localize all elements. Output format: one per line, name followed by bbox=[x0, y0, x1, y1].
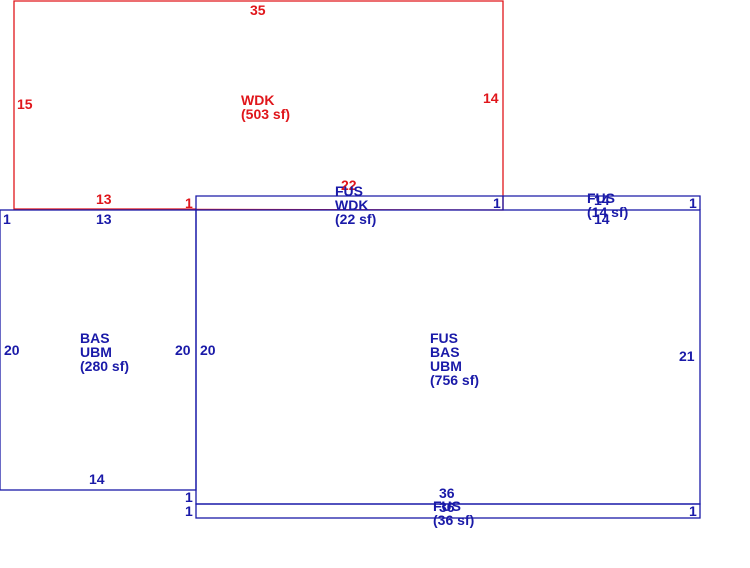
right-strip: FUS (14 sf) 14 14 1 bbox=[587, 190, 697, 227]
right-strip-label: FUS bbox=[587, 190, 615, 206]
right-strip-bottom-dimension: 14 bbox=[594, 211, 610, 227]
top-strip-area-text: (22 sf) bbox=[335, 211, 376, 227]
top-strip-label-1: FUS bbox=[335, 183, 363, 199]
bottom-strip-bottom-dimension: 36 bbox=[439, 499, 455, 515]
wood-deck-bottom-dimension: 13 bbox=[96, 191, 112, 207]
bottom-strip-top-dimension: 36 bbox=[439, 485, 455, 501]
bottom-strip: FUS (36 sf) 36 36 1 1 1 bbox=[185, 485, 701, 528]
main-room: FUS BAS UBM (756 sf) 20 21 bbox=[195, 209, 701, 505]
left-room-label-2: UBM bbox=[80, 344, 112, 360]
left-room-top-dimension: 13 bbox=[96, 211, 112, 227]
main-room-label-3: UBM bbox=[430, 358, 462, 374]
wood-deck-top-dimension: 35 bbox=[250, 2, 266, 18]
wood-deck-right-dimension: 14 bbox=[483, 90, 499, 106]
left-room-top-side-dimension: 1 bbox=[3, 211, 11, 227]
top-strip-right-side-dimension: 1 bbox=[493, 195, 501, 211]
right-strip-side-dimension: 1 bbox=[689, 195, 697, 211]
right-strip-area-text: (14 sf) bbox=[587, 204, 628, 220]
main-room-label-2: BAS bbox=[430, 344, 460, 360]
left-room-area-text: (280 sf) bbox=[80, 358, 129, 374]
left-room-bottom-dimension: 14 bbox=[89, 471, 105, 487]
wood-deck-area-text: (503 sf) bbox=[241, 106, 290, 122]
top-strip-label-2: WDK bbox=[335, 197, 368, 213]
bottom-strip-outline bbox=[195, 503, 701, 519]
wood-deck-small-dimension: 1 bbox=[185, 195, 193, 211]
right-strip-top-dimension: 14 bbox=[594, 192, 610, 208]
wood-deck-code: WDK bbox=[241, 92, 274, 108]
main-room-area-text: (756 sf) bbox=[430, 372, 479, 388]
bottom-gap-left-dimension: 1 bbox=[185, 489, 193, 505]
main-room-label-1: FUS bbox=[430, 330, 458, 346]
top-strip-outline bbox=[195, 195, 701, 210]
strip-top-red-dimension: 22 bbox=[341, 177, 357, 193]
wood-deck-left-dimension: 15 bbox=[17, 96, 33, 112]
left-room-left-dimension: 20 bbox=[4, 342, 20, 358]
top-strip: FUS WDK (22 sf) 1 bbox=[195, 183, 701, 227]
main-room-right-dimension: 21 bbox=[679, 348, 695, 364]
wood-deck-area: WDK (503 sf) 35 15 14 13 1 22 bbox=[13, 0, 504, 211]
bottom-strip-right-dimension: 1 bbox=[689, 503, 697, 519]
left-room: BAS UBM (280 sf) 1 13 20 20 14 bbox=[0, 209, 197, 491]
bottom-strip-left-dimension: 1 bbox=[185, 503, 193, 519]
left-room-label-1: BAS bbox=[80, 330, 110, 346]
bottom-strip-area-text: (36 sf) bbox=[433, 512, 474, 528]
bottom-strip-label: FUS bbox=[433, 498, 461, 514]
main-room-left-dimension: 20 bbox=[200, 342, 216, 358]
left-room-right-dimension: 20 bbox=[175, 342, 191, 358]
